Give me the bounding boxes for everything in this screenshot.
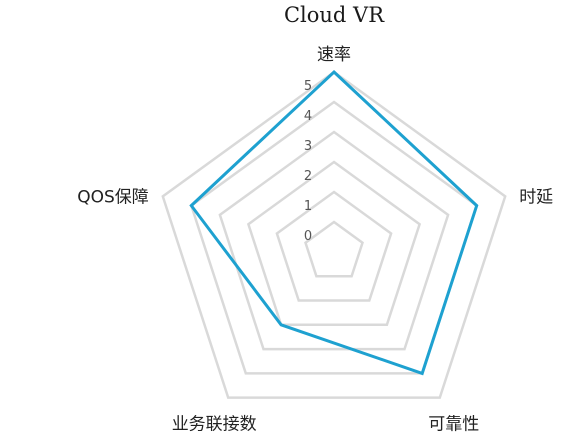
series-line-0 (189, 69, 479, 376)
tick-label-3: 3 (304, 139, 312, 154)
grid-ring-5 (189, 100, 479, 375)
tick-label-0: 0 (304, 229, 312, 244)
tick-label-4: 4 (304, 109, 312, 124)
axis-label-0: 速率 (317, 45, 351, 65)
grid-ring-2 (275, 190, 393, 302)
chart-title: Cloud VR (284, 3, 385, 27)
radar-grid (161, 70, 507, 399)
axis-label-4: QOS保障 (77, 187, 149, 207)
grid-ring-3 (246, 160, 422, 327)
tick-label-2: 2 (304, 169, 312, 184)
axis-label-2: 可靠性 (428, 415, 479, 435)
grid-ring-1 (304, 220, 364, 278)
axis-label-3: 业务联接数 (172, 415, 257, 435)
tick-label-5: 5 (304, 79, 312, 94)
tick-label-1: 1 (304, 199, 312, 214)
radar-series (189, 69, 479, 376)
axis-label-1: 时延 (519, 187, 553, 207)
radar-tick-labels: 0 1 2 3 4 5 (304, 79, 312, 244)
grid-ring-6 (161, 70, 507, 399)
grid-ring-4 (218, 130, 450, 351)
